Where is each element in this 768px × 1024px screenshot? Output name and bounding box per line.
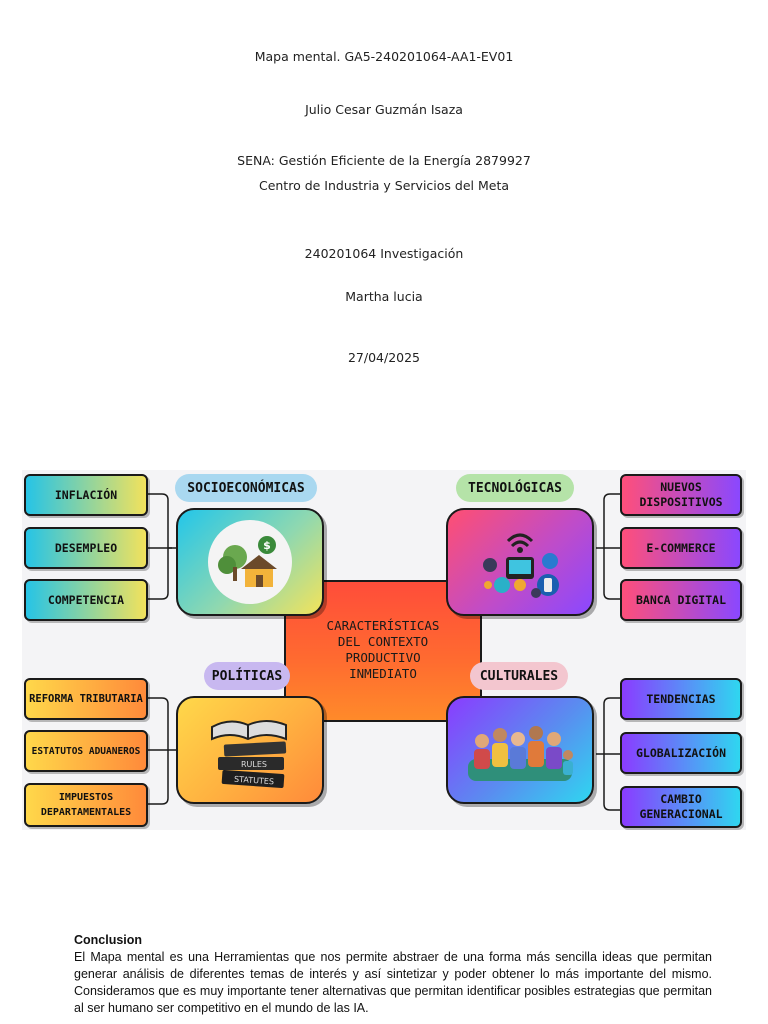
conclusion-body: El Mapa mental es una Herramientas que n… [74,950,712,1015]
hub-culturales [446,696,594,804]
book-rules-label: RULES [241,760,267,769]
item-globalizacion: GLOBALIZACIÓN [620,732,742,774]
svg-text:$: $ [263,539,271,552]
item-tendencias: TENDENCIAS [620,678,742,720]
book-statutes-label: STATUTES [234,775,274,787]
item-estatutos-aduaneros: ESTATUTOS ADUANEROS [24,730,148,772]
law-books-icon: RULES STATUTES [211,720,287,789]
institution-program: SENA: Gestión Eficiente de la Energía 28… [237,153,531,168]
item-impuestos-departamentales: IMPUESTOS DEPARTAMENTALES [24,783,148,827]
item-inflacion: INFLACIÓN [24,474,148,516]
conclusion-title: Conclusion [74,933,143,947]
category-label-politicas: POLÍTICAS [204,662,290,690]
mind-map: CARACTERÍSTICAS DEL CONTEXTO PRODUCTIVO … [22,470,746,830]
author-name: Julio Cesar Guzmán Isaza [305,102,463,117]
training-center: Centro de Industria y Servicios del Meta [258,178,510,193]
item-cambio-generacional: CAMBIO GENERACIONAL [620,786,742,828]
house-money-icon: $ [208,520,292,604]
hub-politicas: RULES STATUTES [176,696,324,804]
conclusion-section: Conclusion El Mapa mental es una Herrami… [74,932,712,1017]
document-date: 27/04/2025 [347,350,421,365]
category-label-culturales: CULTURALES [470,662,568,690]
connector-lines [148,493,620,811]
item-banca-digital: BANCA DIGITAL [620,579,742,621]
item-e-commerce: E-COMMERCE [620,527,742,569]
family-generations-icon [468,726,573,781]
instructor-name: Martha lucia [345,289,423,304]
document-title: Mapa mental. GA5-240201064-AA1-EV01 [254,49,514,64]
hub-socioeconomicas: $ [176,508,324,616]
hub-tecnologicas [446,508,594,616]
devices-network-icon [483,533,559,598]
category-label-socioeconomicas: SOCIOECONÓMICAS [175,474,317,502]
category-label-tecnologicas: TECNOLÓGICAS [456,474,574,502]
item-nuevos-dispositivos: NUEVOS DISPOSITIVOS [620,474,742,516]
item-desempleo: DESEMPLEO [24,527,148,569]
item-reforma-tributaria: REFORMA TRIBUTARIA [24,678,148,720]
course-name: 240201064 Investigación [304,246,464,261]
item-competencia: COMPETENCIA [24,579,148,621]
